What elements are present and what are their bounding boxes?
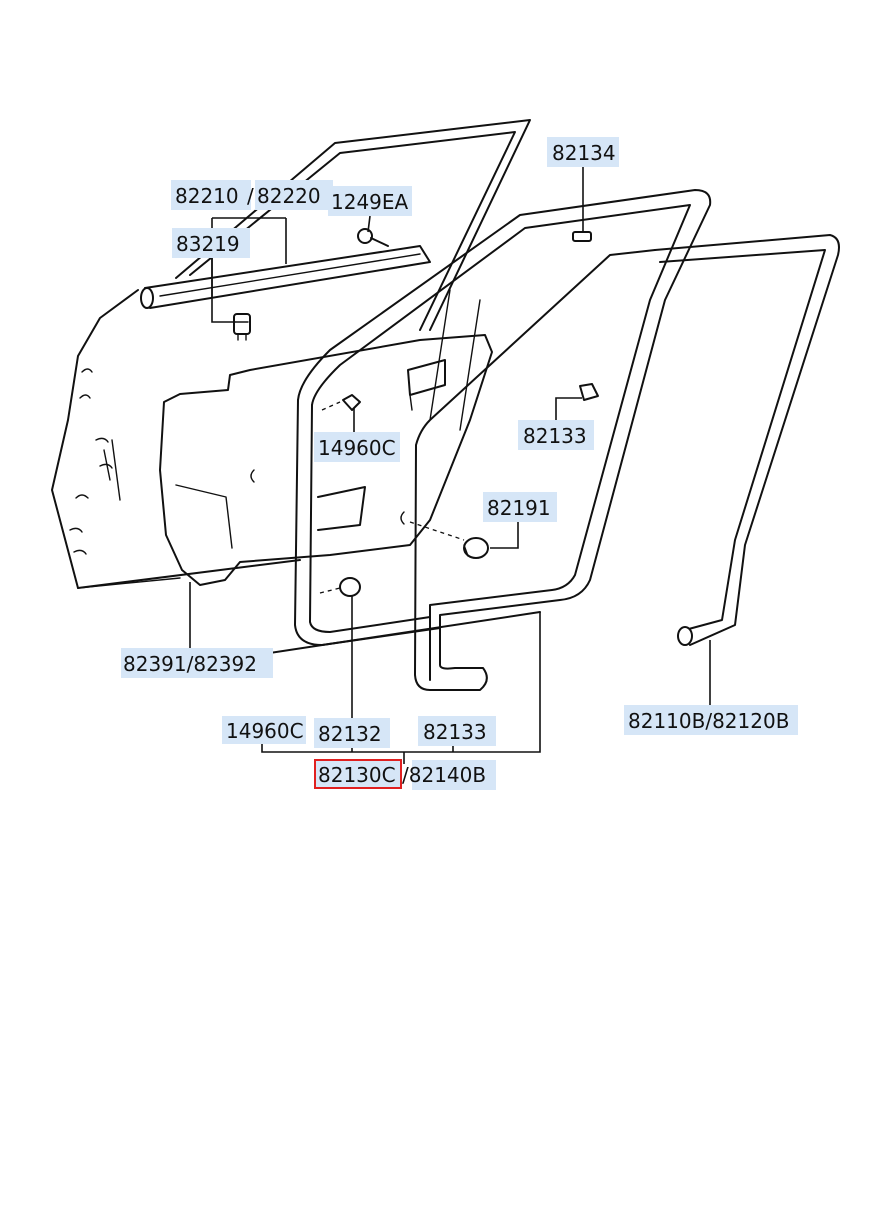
svg-text:14960C: 14960C bbox=[226, 719, 304, 743]
label-82220[interactable]: 82220 bbox=[255, 180, 333, 210]
svg-text:82391/82392: 82391/82392 bbox=[123, 652, 257, 676]
clip-83219-drawing bbox=[233, 313, 251, 341]
svg-text:82130C: 82130C bbox=[318, 763, 396, 787]
label-82133-bottom[interactable]: 82133 bbox=[418, 716, 496, 746]
label-82110b[interactable]: 82110B/82120B bbox=[624, 705, 798, 735]
svg-text:82133: 82133 bbox=[523, 424, 587, 448]
clip-82133-drawing bbox=[579, 383, 599, 401]
svg-text:82110B/82120B: 82110B/82120B bbox=[628, 709, 789, 733]
label-82391[interactable]: 82391/82392 bbox=[121, 648, 273, 678]
label-82133-right[interactable]: 82133 bbox=[518, 420, 594, 450]
clip-82191-drawing bbox=[463, 537, 489, 559]
label-82130c[interactable]: 82130C bbox=[314, 759, 402, 789]
svg-text:1249EA: 1249EA bbox=[331, 190, 409, 214]
svg-text:83219: 83219 bbox=[176, 232, 240, 256]
label-82191[interactable]: 82191 bbox=[483, 492, 557, 522]
svg-text:82132: 82132 bbox=[318, 722, 382, 746]
outer-weatherstrip-drawing bbox=[654, 234, 840, 646]
screw-1249ea-drawing bbox=[357, 228, 389, 247]
svg-text:/82140B: /82140B bbox=[402, 763, 486, 787]
clip-82132-drawing bbox=[339, 577, 361, 597]
door-weatherstrip-drawing bbox=[294, 189, 712, 691]
belt-molding-drawing bbox=[140, 245, 431, 309]
svg-text:82191: 82191 bbox=[487, 496, 551, 520]
clip-14960c-drawing bbox=[342, 394, 361, 411]
label-83219[interactable]: 83219 bbox=[172, 228, 250, 258]
label-slash: / bbox=[247, 184, 254, 208]
label-82140b[interactable]: /82140B bbox=[402, 760, 496, 790]
label-82134[interactable]: 82134 bbox=[547, 137, 619, 167]
label-14960c-bottom[interactable]: 14960C bbox=[222, 716, 306, 744]
label-1249ea[interactable]: 1249EA bbox=[328, 186, 412, 216]
selected-part-highlight bbox=[314, 759, 402, 789]
svg-text:82134: 82134 bbox=[552, 141, 616, 165]
svg-text:82220: 82220 bbox=[257, 184, 321, 208]
label-82210[interactable]: 82210 bbox=[171, 180, 251, 210]
svg-text:82133: 82133 bbox=[423, 720, 487, 744]
leader-lines bbox=[189, 165, 711, 764]
label-82132[interactable]: 82132 bbox=[314, 718, 390, 748]
clip-82134-drawing bbox=[572, 231, 592, 242]
svg-text:82210: 82210 bbox=[175, 184, 239, 208]
svg-text:14960C: 14960C bbox=[318, 436, 396, 460]
label-14960c-top[interactable]: 14960C bbox=[314, 432, 400, 462]
